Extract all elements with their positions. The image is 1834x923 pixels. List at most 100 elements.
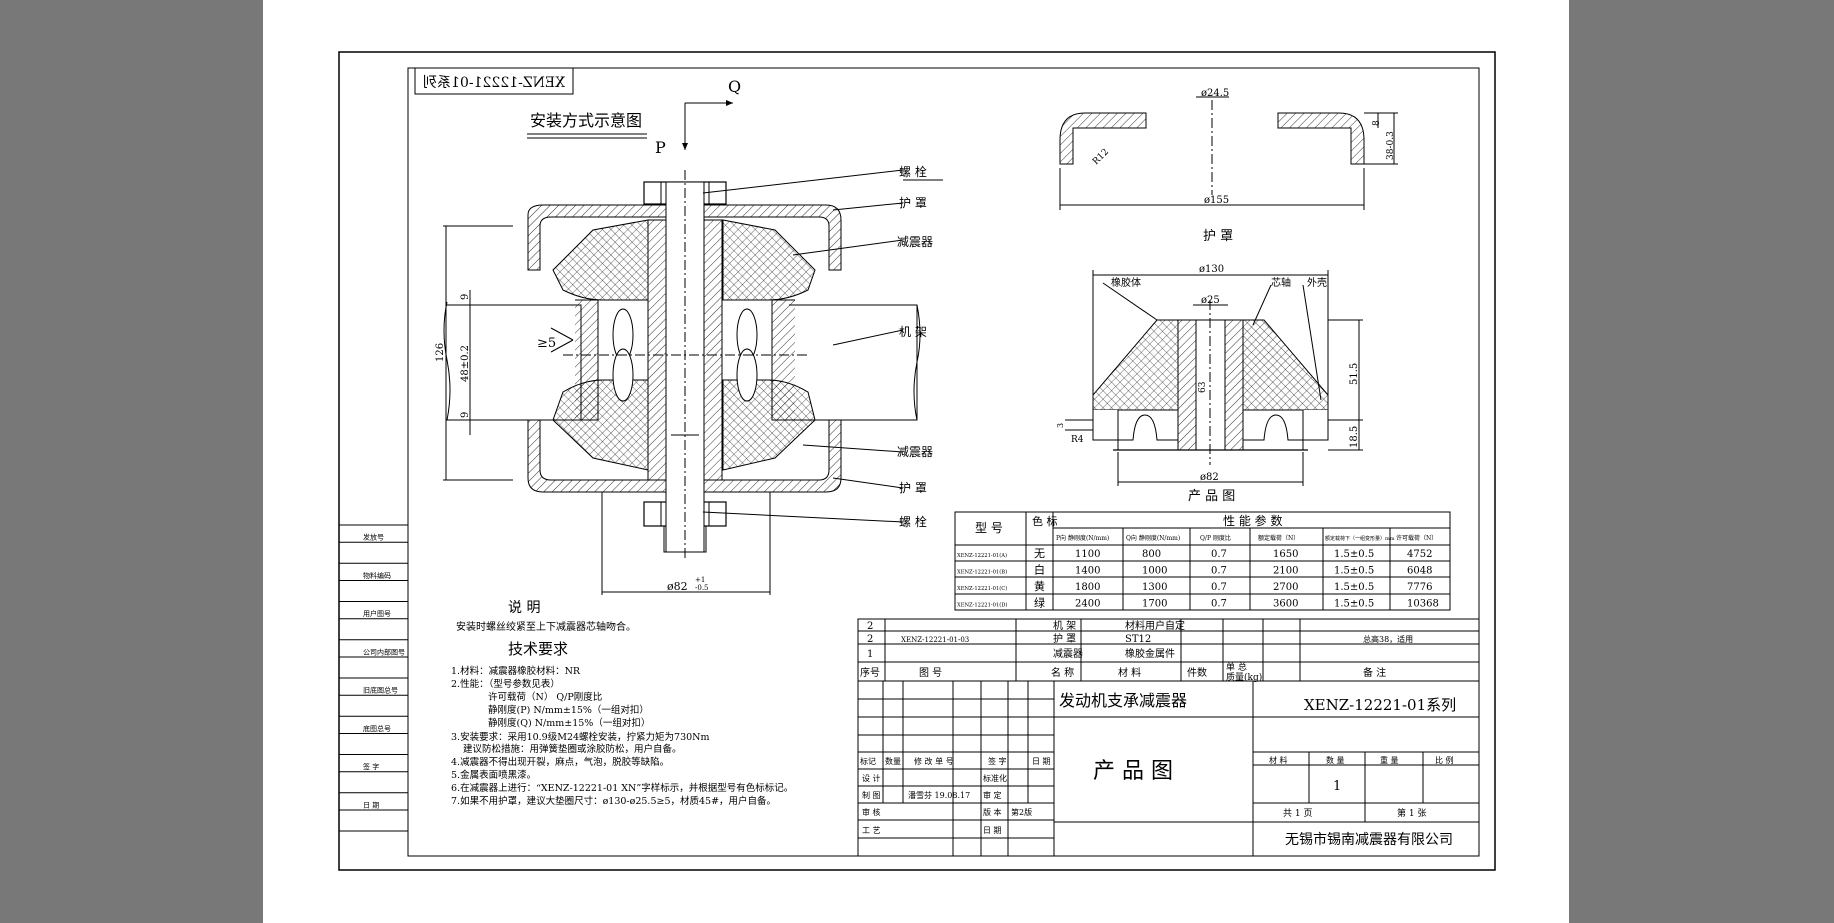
svg-text:ø155: ø155 (1204, 195, 1229, 206)
svg-text:63: 63 (1198, 381, 1208, 393)
bom-cell-seq: 2 (867, 621, 873, 632)
svg-text:标准化: 标准化 (983, 773, 1007, 783)
svg-text:签 字: 签 字 (988, 756, 1007, 766)
bom-cell-name: 减震器 (1053, 648, 1083, 660)
bom-cell-material: 橡胶金属件 (1125, 647, 1175, 660)
callout-bolt-bottom: 螺 栓 (899, 514, 927, 529)
param-cell-p: 1100 (1075, 549, 1100, 560)
svg-text:许可载荷（N）: 许可载荷（N） (1396, 534, 1437, 542)
param-cell-model: XENZ-12221-01(A) (957, 552, 1007, 559)
callout-cover-bottom: 护 罩 (899, 481, 927, 495)
param-cell-ratio: 0.7 (1211, 599, 1227, 610)
tech-requirements-title: 技术要求 (508, 640, 568, 658)
svg-text:ø82: ø82 (1200, 472, 1219, 483)
svg-text:18.5: 18.5 (1349, 426, 1360, 448)
svg-text:工 艺: 工 艺 (862, 826, 881, 835)
callout-bolt-top: 螺 栓 (899, 164, 927, 179)
svg-text:版 本: 版 本 (983, 807, 1002, 817)
label-rubber: 橡胶体 (1111, 276, 1141, 289)
drawing-type: 产 品 图 (1093, 759, 1173, 784)
svg-text:第 1 张: 第 1 张 (1397, 807, 1426, 819)
bom-cell-note: 总高38，适用 (1363, 634, 1413, 644)
tech-note-line: 1.材料：减震器橡胶材料：NR (451, 665, 581, 677)
svg-text:+1: +1 (695, 576, 705, 584)
svg-text:ø130: ø130 (1199, 264, 1224, 275)
bom-cell-seq: 1 (867, 649, 873, 660)
company-name: 无锡市锡南减震器有限公司 (1285, 831, 1453, 848)
svg-text:126: 126 (435, 343, 446, 362)
param-cell-defl: 1.5±0.5 (1334, 549, 1374, 560)
svg-text:ø25: ø25 (1201, 295, 1220, 306)
svg-text:额定载荷下（一组变形量）mm: 额定载荷下（一组变形量）mm (1325, 535, 1395, 542)
product-detail: ø130 ø25 63 51.5 18.5 R4 3 ø82 (1056, 264, 1363, 504)
left-strip-label: 底图总号 (363, 724, 391, 733)
param-cell-p: 1800 (1075, 582, 1100, 593)
param-cell-model: XENZ-12221-01(B) (957, 569, 1007, 576)
param-cell-color: 绿 (1034, 596, 1045, 610)
param-cell-color: 无 (1034, 547, 1045, 560)
svg-text:Q: Q (728, 77, 741, 96)
drawing-sheet: XENZ-12221-01系列 安装方式示意图 Q P (263, 0, 1569, 923)
param-cell-rated: 2700 (1273, 582, 1298, 593)
svg-text:9: 9 (460, 412, 471, 418)
tech-note-line: 建议防松措施：用弹簧垫圈或涂胶防松，用户自备。 (463, 743, 682, 755)
svg-text:-0.5: -0.5 (695, 584, 709, 592)
svg-text:审 定: 审 定 (983, 790, 1002, 800)
bom-cell-name: 机 架 (1053, 619, 1076, 632)
left-strip-label: 旧底图总号 (363, 686, 398, 695)
shuoming-title: 说 明 (508, 600, 540, 616)
param-cell-ratio: 0.7 (1211, 549, 1227, 560)
tech-note-line: 4.减震器不得出现开裂，麻点，气泡，脱胶等缺陷。 (451, 756, 669, 768)
param-cell-q: 1000 (1142, 566, 1167, 577)
left-strip-label: 物料编码 (363, 571, 391, 580)
svg-text:Q向 静刚度(N/mm): Q向 静刚度(N/mm) (1126, 534, 1180, 542)
svg-text:重 量: 重 量 (1380, 755, 1399, 765)
param-cell-rated: 3600 (1273, 599, 1298, 610)
param-cell-allow: 4752 (1407, 549, 1432, 560)
params-table: 型 号 色 标 性 能 参 数 P向 静刚度(N/mm) Q向 静刚度(N/mm… (954, 511, 1451, 611)
param-cell-model: XENZ-12221-01(C) (957, 585, 1007, 592)
callout-cover-top: 护 罩 (899, 196, 927, 210)
svg-text:图 号: 图 号 (919, 667, 942, 679)
param-cell-p: 2400 (1075, 599, 1100, 610)
svg-text:材 料: 材 料 (1118, 666, 1141, 679)
svg-text:38-0.3: 38-0.3 (1386, 131, 1396, 160)
svg-text:3: 3 (1056, 423, 1065, 428)
svg-text:日 期: 日 期 (983, 826, 1002, 835)
left-strip-label: 日 期 (363, 801, 379, 809)
svg-text:P: P (655, 138, 666, 157)
svg-text:比 例: 比 例 (1435, 755, 1454, 765)
svg-text:ø82: ø82 (667, 580, 688, 593)
notes: 说 明 安装时螺丝绞紧至上下减震器芯轴吻合。 技术要求 1.材料：减震器橡胶材料… (451, 600, 793, 807)
install-title: 安装方式示意图 (530, 111, 642, 130)
outer-border (338, 51, 1496, 871)
svg-text:件数: 件数 (1187, 666, 1207, 679)
tech-note-line: 5.金属表面喷黑漆。 (451, 769, 536, 781)
param-cell-rated: 1650 (1273, 549, 1298, 560)
shuoming-text: 安装时螺丝绞紧至上下减震器芯轴吻合。 (456, 620, 636, 633)
svg-text:审 核: 审 核 (862, 807, 881, 817)
callout-frame: 机 架 (899, 325, 927, 339)
svg-text:序号: 序号 (860, 666, 880, 679)
svg-text:单 总: 单 总 (1226, 661, 1247, 673)
svg-text:性 能 参 数: 性 能 参 数 (1223, 513, 1282, 528)
svg-text:制 图: 制 图 (862, 790, 881, 800)
engineering-drawing: XENZ-12221-01系列 安装方式示意图 Q P (338, 51, 1496, 871)
param-cell-p: 1400 (1075, 566, 1100, 577)
tech-note-line: 7.如果不用护罩，建议大垫圈尺寸：ø130-ø25.5≥5，材质45#，用户自备… (451, 795, 776, 807)
assembly-section: ≥5 126 48±0.2 9 9 ø82 +1 -0.5 (435, 164, 943, 595)
cover-detail: ø24.5 ø155 R12 38-0.3 8 护 罩 (1059, 88, 1398, 244)
svg-text:≥5: ≥5 (537, 336, 556, 351)
direction-arrows: Q P (655, 77, 741, 157)
title-block: 标记 数量 修 改 单 号 签 字 日 期 设 计 制 图 审 核 工 艺 潘雪… (857, 680, 1480, 857)
svg-text:材 料: 材 料 (1269, 755, 1288, 765)
left-strip-label: 公司内部图号 (363, 647, 405, 656)
param-cell-color: 白 (1034, 563, 1045, 577)
svg-text:R4: R4 (1071, 435, 1084, 445)
product-name: 发动机支承减震器 (1059, 691, 1187, 710)
svg-text:XENZ-12221-01系列: XENZ-12221-01系列 (423, 75, 565, 91)
tech-note-line: 静刚度(Q) N/mm±15%（一组对扣） (488, 717, 650, 729)
